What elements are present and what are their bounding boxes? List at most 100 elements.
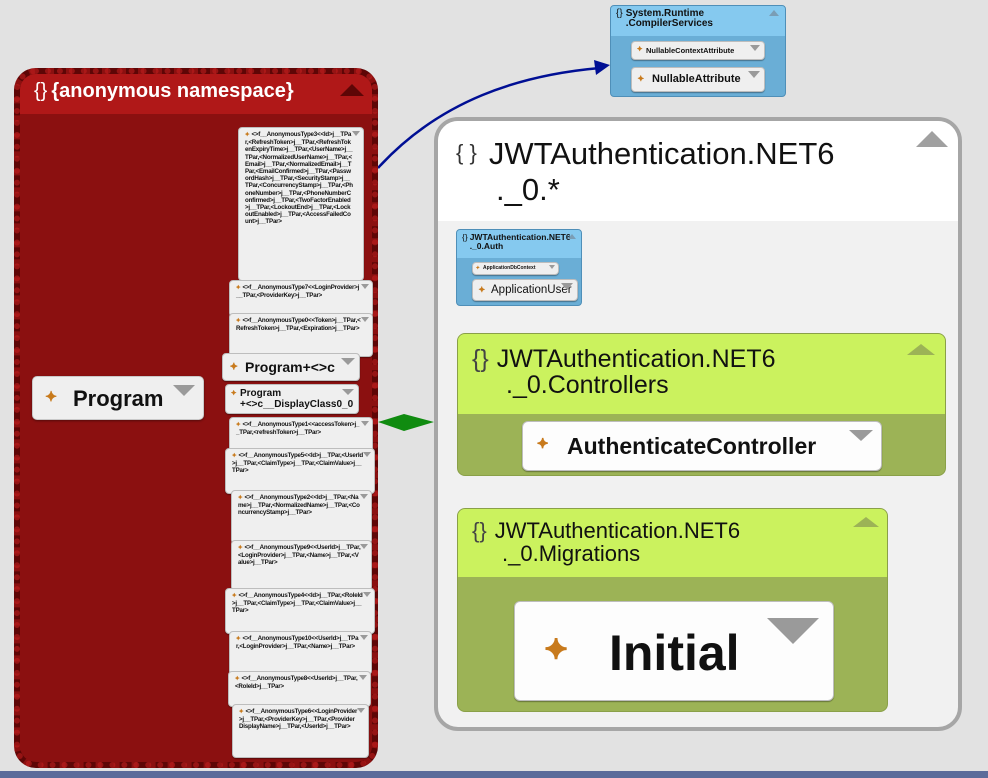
system-runtime-namespace[interactable]: {}System.Runtime .CompilerServices ⯌Null… <box>610 5 786 97</box>
expand-dropdown-icon[interactable] <box>549 265 555 269</box>
expand-dropdown-icon[interactable] <box>357 708 365 713</box>
expand-dropdown-icon[interactable] <box>360 635 368 640</box>
namespace-header[interactable]: {}JWTAuthentication.NET6 ._0.Migrations <box>458 509 887 577</box>
collapse-triangle-icon[interactable] <box>340 84 364 96</box>
class-node-anonymous-type8[interactable]: ⯌<>f__AnonymousType8<<UserId>j__TPar,<Ro… <box>228 671 371 707</box>
class-node-authenticate-controller[interactable]: ⯌AuthenticateController <box>522 421 882 471</box>
class-node-anonymous-type10[interactable]: ⯌<>f__AnonymousType10<<UserId>j__TPar,<L… <box>229 631 372 675</box>
expand-dropdown-icon[interactable] <box>342 389 354 395</box>
jwt-controllers-namespace[interactable]: {}JWTAuthentication.NET6 ._0.Controllers… <box>457 333 946 476</box>
namespace-label: System.Runtime .CompilerServices <box>625 8 713 29</box>
namespace-braces-icon: {} <box>34 80 48 102</box>
namespace-header[interactable]: {}JWTAuthentication.NET6 ._0.Controllers <box>458 334 945 414</box>
anonymous-namespace-header[interactable]: {}{anonymous namespace} <box>20 74 372 114</box>
class-node-application-db-context[interactable]: ⯌ApplicationDbContext <box>472 262 559 275</box>
class-icon: ⯌ <box>245 132 250 138</box>
collapse-triangle-icon[interactable] <box>916 131 948 147</box>
namespace-braces-icon: {} <box>616 8 623 19</box>
expand-dropdown-icon[interactable] <box>361 284 369 289</box>
namespace-header[interactable]: {}JWTAuthentication.NET6 ._0.Auth <box>457 230 581 258</box>
namespace-header[interactable]: {}System.Runtime .CompilerServices <box>611 6 785 36</box>
class-icon: ⯌ <box>479 285 486 294</box>
class-label: Program +<>c__DisplayClass0_0 <box>240 388 354 410</box>
class-icon: ⯌ <box>236 636 241 642</box>
class-label: <>f__AnonymousType2<<Id>j__TPar,<Name>j_… <box>238 494 360 517</box>
class-node-initial[interactable]: ⯌ Initial <box>514 601 834 701</box>
class-label: Initial <box>609 625 740 681</box>
class-node-application-user[interactable]: ⯌ApplicationUser <box>472 279 578 301</box>
class-label: NullableContextAttribute <box>646 46 735 55</box>
class-label: NullableAttribute <box>652 73 741 85</box>
class-icon: ⯌ <box>476 265 480 271</box>
class-label: <>f__AnonymousType10<<UserId>j__TPar,<Lo… <box>236 635 359 651</box>
class-label: <>f__AnonymousType3<<Id>j__TPar,<Refresh… <box>245 131 353 226</box>
namespace-braces-icon: {} <box>462 232 468 242</box>
class-label: <>f__AnonymousType0<<Token>j__TPar,<Refr… <box>236 317 361 333</box>
expand-dropdown-icon[interactable] <box>360 494 368 499</box>
class-node-anonymous-type5[interactable]: ⯌<>f__AnonymousType5<<Id>j__TPar,<UserId… <box>225 448 375 494</box>
expand-dropdown-icon[interactable] <box>849 430 873 441</box>
class-node-anonymous-type1[interactable]: ⯌<>f__AnonymousType1<<accessToken>j__TPa… <box>229 417 373 452</box>
namespace-label-line2: ._0.* <box>496 172 560 207</box>
expand-dropdown-icon[interactable] <box>360 544 368 549</box>
namespace-title: {}JWTAuthentication.NET6 ._0.Controllers <box>472 346 776 399</box>
class-label: ApplicationDbContext <box>483 265 536 271</box>
class-icon: ⯌ <box>232 593 237 599</box>
class-label: Program <box>73 386 164 411</box>
class-node-nullable-context-attribute[interactable]: ⯌NullableContextAttribute <box>631 41 765 60</box>
namespace-label-line2: ._0.Migrations <box>502 541 641 567</box>
class-icon: ⯌ <box>236 318 241 324</box>
class-node-anonymous-type3[interactable]: ⯌<>f__AnonymousType3<<Id>j__TPar,<Refres… <box>238 127 364 281</box>
jwt-migrations-namespace[interactable]: {}JWTAuthentication.NET6 ._0.Migrations … <box>457 508 888 712</box>
jwt-root-namespace[interactable]: { } JWTAuthentication.NET6 ._0.* {}JWTAut… <box>434 117 962 731</box>
class-icon: ⯌ <box>232 453 237 459</box>
expand-dropdown-icon[interactable] <box>361 421 369 426</box>
expand-dropdown-icon[interactable] <box>173 385 195 396</box>
expand-dropdown-icon[interactable] <box>750 45 760 51</box>
expand-dropdown-icon[interactable] <box>352 131 360 136</box>
expand-dropdown-icon[interactable] <box>363 452 371 457</box>
edge-bidirectional-diamond[interactable] <box>378 414 434 431</box>
collapse-triangle-icon[interactable] <box>907 344 935 355</box>
namespace-title: {}JWTAuthentication.NET6 ._0.Migrations <box>472 519 740 565</box>
class-icon: ⯌ <box>236 422 241 428</box>
class-node-nullable-attribute[interactable]: ⯌NullableAttribute <box>631 67 765 92</box>
class-icon: ⯌ <box>45 388 58 405</box>
class-label: <>f__AnonymousType4<<Id>j__TPar,<RoleId>… <box>232 592 363 615</box>
expand-dropdown-icon[interactable] <box>748 71 760 78</box>
expand-dropdown-icon[interactable] <box>359 675 367 680</box>
class-node-anonymous-type9[interactable]: ⯌<>f__AnonymousType9<<UserId>j__TPar,<Lo… <box>231 540 372 591</box>
class-label: <>f__AnonymousType1<<accessToken>j__TPar… <box>236 421 360 437</box>
class-icon: ⯌ <box>235 676 240 682</box>
anonymous-namespace-label: {anonymous namespace} <box>51 80 294 102</box>
expand-dropdown-icon[interactable] <box>363 592 371 597</box>
collapse-triangle-icon[interactable] <box>769 10 779 16</box>
class-node-program-display-class[interactable]: ⯌Program +<>c__DisplayClass0_0 <box>225 384 359 414</box>
class-icon: ⯌ <box>239 709 244 715</box>
expand-dropdown-icon[interactable] <box>361 317 369 322</box>
namespace-title: {}System.Runtime .CompilerServices <box>616 9 713 29</box>
class-label: AuthenticateController <box>567 433 817 459</box>
class-node-program[interactable]: ⯌ Program <box>32 376 204 420</box>
namespace-label-line1: JWTAuthentication.NET6 <box>488 136 835 171</box>
collapse-triangle-icon[interactable] <box>853 517 879 527</box>
class-icon: ⯌ <box>236 285 241 291</box>
namespace-header[interactable]: { } JWTAuthentication.NET6 ._0.* <box>438 121 958 221</box>
expand-dropdown-icon[interactable] <box>767 618 819 644</box>
class-icon: ⯌ <box>545 632 569 665</box>
class-node-anonymous-type2[interactable]: ⯌<>f__AnonymousType2<<Id>j__TPar,<Name>j… <box>231 490 372 544</box>
expand-dropdown-icon[interactable] <box>341 358 355 365</box>
class-icon: ⯌ <box>231 390 237 397</box>
collapse-triangle-icon[interactable] <box>568 234 576 239</box>
class-node-program-c[interactable]: ⯌Program+<>c <box>222 353 360 381</box>
class-node-anonymous-type7[interactable]: ⯌<>f__AnonymousType7<<LoginProvider>j__T… <box>229 280 373 317</box>
class-label: <>f__AnonymousType8<<UserId>j__TPar,<Rol… <box>235 675 358 691</box>
class-node-anonymous-type4[interactable]: ⯌<>f__AnonymousType4<<Id>j__TPar,<RoleId… <box>225 588 375 634</box>
class-node-anonymous-type0[interactable]: ⯌<>f__AnonymousType0<<Token>j__TPar,<Ref… <box>229 313 373 357</box>
namespace-braces-icon: { } <box>456 140 477 165</box>
namespace-title: { } JWTAuthentication.NET6 ._0.* <box>456 135 835 208</box>
jwt-auth-namespace[interactable]: {}JWTAuthentication.NET6 ._0.Auth ⯌Appli… <box>456 229 582 306</box>
class-node-anonymous-type6[interactable]: ⯌<>f__AnonymousType6<<LoginProvider>j__T… <box>232 704 369 758</box>
class-icon: ⯌ <box>230 361 238 372</box>
expand-dropdown-icon[interactable] <box>561 283 573 290</box>
